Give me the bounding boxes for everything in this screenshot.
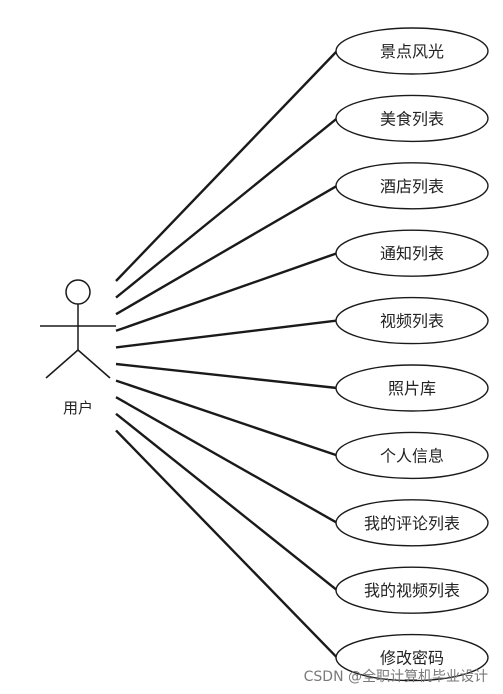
use-case-label: 景点风光 — [380, 42, 444, 61]
association-line — [115, 50, 338, 282]
use-case: 视频列表 — [335, 296, 489, 345]
use-case-label: 视频列表 — [380, 312, 444, 331]
use-case: 我的视频列表 — [335, 566, 489, 614]
use-case: 修改密码 — [335, 633, 489, 682]
association-line — [115, 412, 338, 592]
watermark-text: CSDN @全职计算机毕业设计 — [304, 668, 488, 685]
actor-figure: 用户 — [40, 279, 116, 417]
association-line — [115, 379, 338, 457]
actor-right-leg — [77, 349, 111, 379]
actor-label: 用户 — [63, 399, 93, 417]
association-line — [115, 396, 338, 524]
use-case: 通知列表 — [335, 229, 489, 277]
use-case: 酒店列表 — [335, 162, 489, 210]
use-case-ellipse — [335, 431, 489, 480]
actor-left-leg — [45, 349, 79, 379]
association-line — [115, 184, 338, 316]
use-case-ellipse — [335, 94, 489, 143]
use-case-list: 景点风光美食列表酒店列表通知列表视频列表照片库个人信息我的评论列表我的视频列表修… — [335, 27, 489, 682]
use-case-label: 我的评论列表 — [364, 514, 460, 533]
use-case-ellipse — [335, 566, 489, 614]
use-case-label: 美食列表 — [380, 109, 444, 128]
use-case-label: 照片库 — [388, 379, 436, 398]
use-case-label: 通知列表 — [380, 244, 444, 263]
association-line — [115, 252, 338, 332]
use-case: 景点风光 — [335, 27, 489, 75]
association-line — [115, 117, 338, 299]
use-case-label: 我的视频列表 — [364, 581, 460, 600]
use-case: 我的评论列表 — [335, 499, 489, 547]
use-case-ellipse — [335, 229, 489, 277]
association-line — [115, 429, 338, 659]
use-case-ellipse — [335, 296, 489, 345]
use-case: 照片库 — [335, 364, 489, 412]
use-case-ellipse — [335, 633, 489, 682]
use-case-label: 酒店列表 — [380, 177, 444, 196]
use-case-ellipse — [335, 27, 489, 75]
use-case: 个人信息 — [335, 431, 489, 480]
use-case-ellipse — [335, 162, 489, 210]
use-case: 美食列表 — [335, 94, 489, 143]
association-lines — [115, 50, 338, 659]
actor-head — [65, 279, 91, 305]
association-line — [115, 362, 338, 390]
use-case-label: 个人信息 — [380, 446, 444, 465]
use-case-ellipse — [335, 499, 489, 547]
association-line — [115, 319, 338, 349]
use-case-ellipse — [335, 364, 489, 412]
use-case-label: 修改密码 — [380, 649, 444, 668]
